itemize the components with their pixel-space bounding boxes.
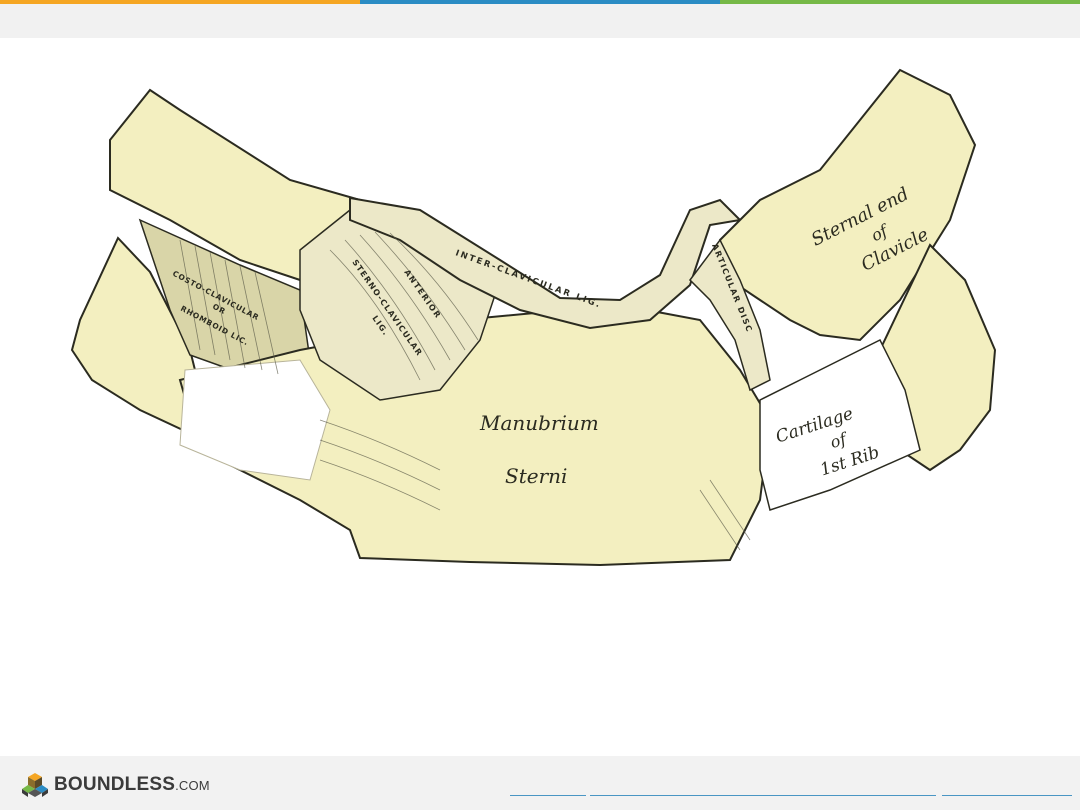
- sternal-end-clavicle-shape: [718, 68, 977, 342]
- articular-disc-shape: [689, 238, 771, 392]
- interclavicular-ligament-shape: [349, 196, 743, 330]
- boundless-cube-icon: [22, 773, 48, 797]
- top-bar-green: [720, 0, 1080, 4]
- label-sterni: Sterni: [505, 464, 567, 488]
- footer-link-2[interactable]: [590, 795, 936, 796]
- label-manubrium: Manubrium: [479, 411, 599, 435]
- top-bar-orange: [0, 0, 360, 4]
- footer-link-1[interactable]: [510, 795, 586, 796]
- sternoclavicular-joint-illustration: Sternal end of Clavicle Manubrium Sterni…: [0, 50, 1080, 610]
- top-bar-blue: [360, 0, 720, 4]
- left-cartilage-shape: [179, 359, 331, 481]
- shading-lines: [179, 231, 751, 551]
- boundless-logo[interactable]: BOUNDLESS.COM: [22, 772, 210, 798]
- header-band: [0, 4, 1080, 38]
- top-color-bar: [0, 0, 1080, 4]
- footer: BOUNDLESS.COM: [0, 756, 1080, 810]
- brand-suffix: .COM: [175, 778, 210, 793]
- footer-link-3[interactable]: [942, 795, 1072, 796]
- brand-name: BOUNDLESS.COM: [54, 774, 210, 795]
- first-rib-cartilage-shape: [759, 338, 921, 511]
